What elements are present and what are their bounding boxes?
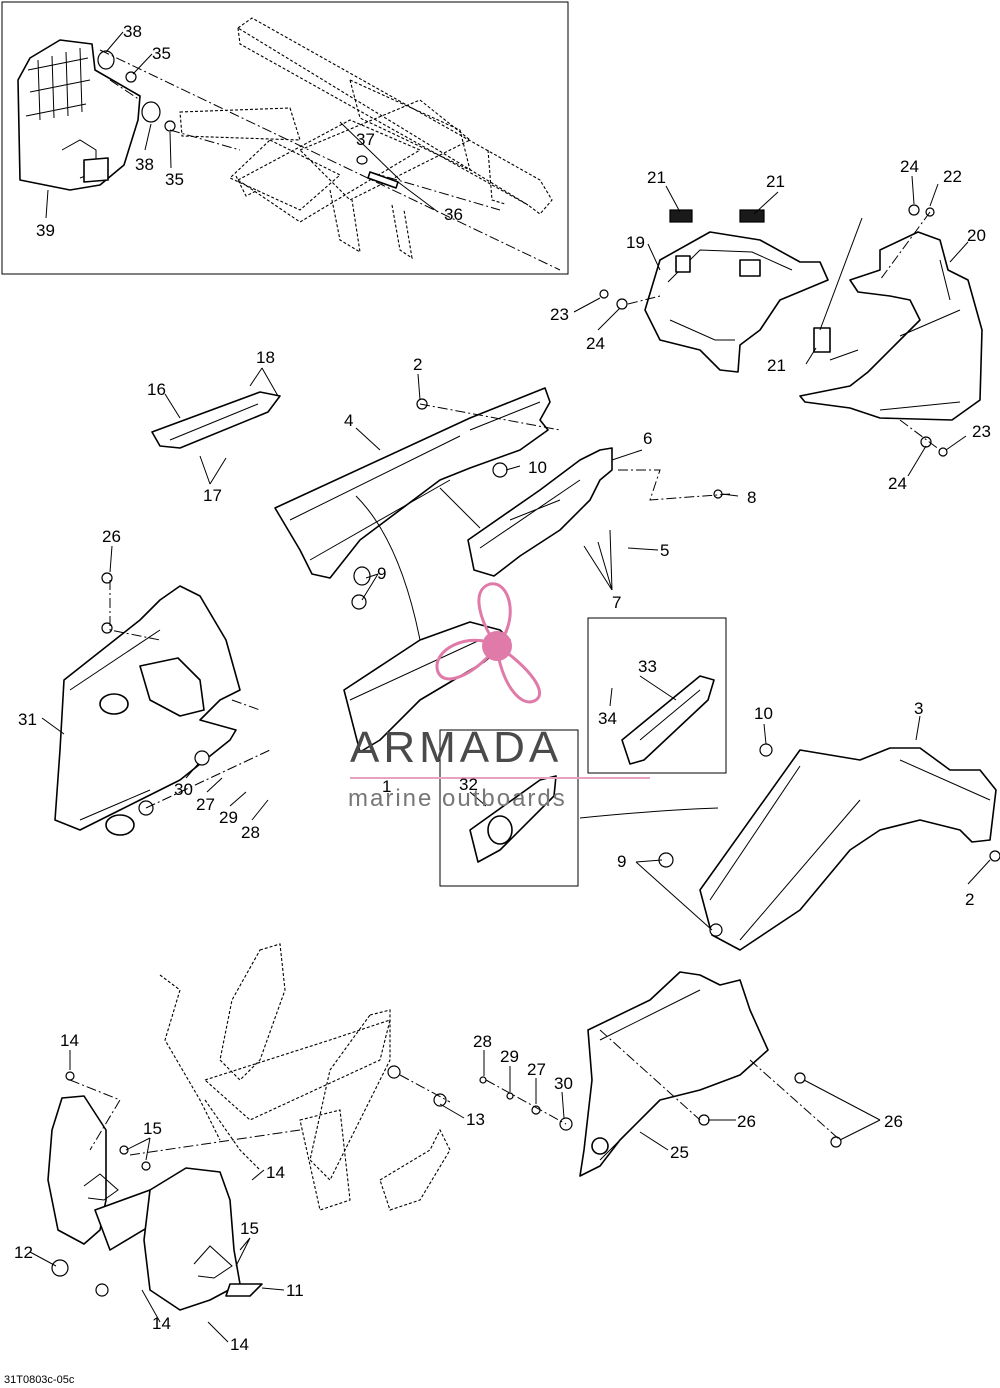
watermark-logo (350, 582, 650, 779)
callout-10: 10 (754, 704, 773, 723)
callout-37: 37 (356, 130, 375, 149)
watermark-subtitle: marine outboards (348, 785, 567, 812)
inset-box-32 (439, 729, 579, 887)
callout-15: 15 (240, 1219, 259, 1238)
callout-28: 28 (241, 823, 260, 842)
callout-29: 29 (219, 808, 238, 827)
callout-14: 14 (230, 1335, 249, 1354)
callout-13: 13 (466, 1110, 485, 1129)
callout-14: 14 (266, 1163, 285, 1182)
flow-arrows (339, 121, 863, 819)
callout-9: 9 (617, 852, 626, 871)
bracket-6 (467, 447, 613, 577)
callout-26: 26 (884, 1112, 903, 1131)
callout-18: 18 (256, 348, 275, 367)
misc-hardware (51, 204, 1000, 1297)
callout-24: 24 (900, 157, 919, 176)
callout-11: 11 (286, 1281, 304, 1300)
frame-front-tubes (159, 943, 451, 1211)
callout-32: 32 (459, 775, 478, 794)
callout-29: 29 (500, 1047, 519, 1066)
callout-26: 26 (737, 1112, 756, 1131)
fender-4 (274, 387, 551, 579)
callout-21: 21 (766, 172, 785, 191)
callout-22: 22 (943, 167, 962, 186)
callout-30: 30 (174, 780, 193, 799)
callout-30: 30 (554, 1074, 573, 1093)
callout-labels: 38 35 38 35 37 36 39 21 21 24 22 19 20 2… (14, 22, 991, 1354)
callout-7: 7 (612, 593, 621, 612)
callout-17: 17 (203, 486, 222, 505)
callout-10: 10 (528, 458, 547, 477)
callout-25: 25 (670, 1143, 689, 1162)
callout-19: 19 (626, 233, 645, 252)
callout-20: 20 (967, 226, 986, 245)
cover-11 (143, 1167, 263, 1311)
callout-27: 27 (527, 1060, 546, 1079)
callout-26: 26 (102, 527, 121, 546)
side-panel-20 (799, 231, 983, 421)
panel-25 (579, 971, 769, 1177)
inset-hardware (97, 50, 399, 189)
callout-12: 12 (14, 1243, 33, 1262)
callout-14: 14 (60, 1031, 79, 1050)
fender-liner-19 (644, 209, 829, 373)
callout-21: 21 (647, 168, 666, 187)
diagram-code: 31T0803c-05c (4, 1374, 75, 1386)
callout-23: 23 (550, 305, 569, 324)
callout-36: 36 (444, 205, 463, 224)
fender-3 (699, 747, 997, 951)
callout-28: 28 (473, 1032, 492, 1051)
callout-9: 9 (377, 564, 386, 583)
callout-27: 27 (196, 795, 215, 814)
callout-2: 2 (965, 890, 974, 909)
callout-5: 5 (660, 541, 669, 560)
callout-38: 38 (135, 155, 154, 174)
callout-21: 21 (767, 356, 786, 375)
callout-33: 33 (638, 657, 657, 676)
callout-16: 16 (147, 380, 166, 399)
watermark-title: ARMADA (350, 723, 562, 772)
callout-15: 15 (143, 1119, 162, 1138)
callout-39: 39 (36, 221, 55, 240)
callout-35: 35 (165, 170, 184, 189)
callout-3: 3 (914, 699, 923, 718)
part-32 (469, 775, 557, 863)
part-33 (621, 675, 715, 765)
frame-rear-tubes (179, 17, 553, 260)
inset-box-33 (587, 617, 727, 774)
trim-16 (151, 391, 281, 449)
callout-24: 24 (888, 474, 907, 493)
callout-6: 6 (643, 429, 652, 448)
cover-12 (47, 1095, 161, 1251)
callout-leaders (29, 31, 991, 1343)
callout-4: 4 (344, 411, 353, 430)
callout-24: 24 (586, 334, 605, 353)
callout-38: 38 (123, 22, 142, 41)
callout-14: 14 (152, 1314, 171, 1333)
callout-31: 31 (18, 710, 37, 729)
callout-1: 1 (382, 777, 391, 796)
rear-guard-39 (17, 39, 141, 191)
assembly-lines (69, 49, 941, 1156)
inset-frame (1, 1, 569, 275)
callout-2: 2 (413, 355, 422, 374)
callout-8: 8 (747, 488, 756, 507)
callout-34: 34 (598, 709, 617, 728)
callout-35: 35 (152, 44, 171, 63)
callout-23: 23 (972, 422, 991, 441)
